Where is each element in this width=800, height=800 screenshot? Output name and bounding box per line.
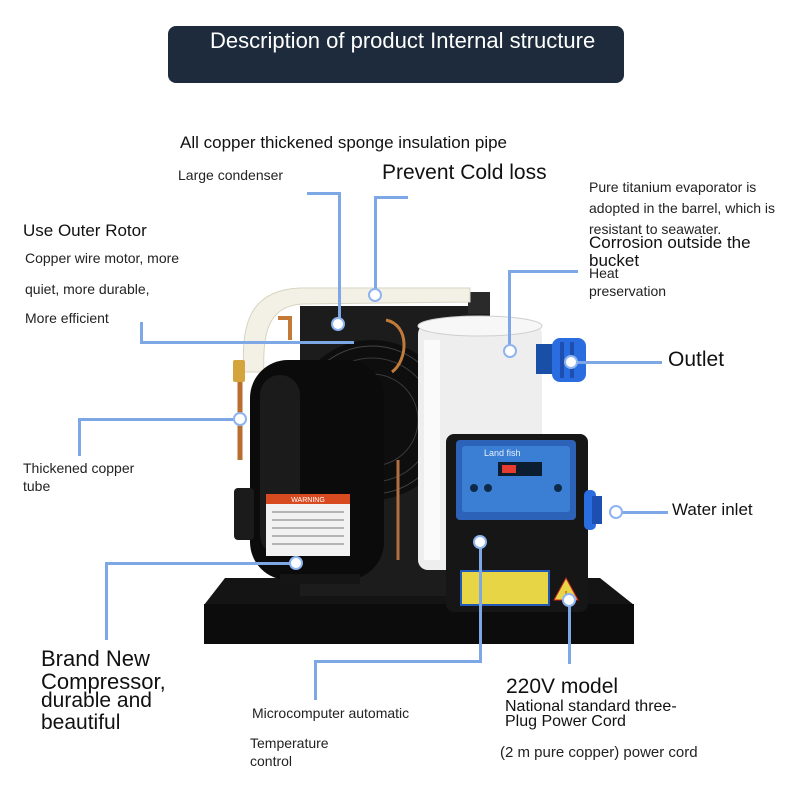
callout-line <box>314 660 482 663</box>
outer-rotor-title: Use Outer Rotor <box>23 221 147 240</box>
callout-line <box>140 341 354 344</box>
callout-dot <box>609 505 623 519</box>
plug-line2: Plug Power Cord <box>505 713 626 730</box>
callout-line <box>616 511 668 514</box>
callout-dot <box>368 288 382 302</box>
warning-label: WARNING <box>291 497 325 504</box>
callout-dot <box>331 317 345 331</box>
callout-line <box>78 418 240 421</box>
title-banner: Description of product Internal structur… <box>168 26 624 83</box>
control-panel: Land fish ! <box>446 434 588 612</box>
callout-dot <box>564 355 578 369</box>
outlet-label: Outlet <box>668 348 725 371</box>
corrosion-label: Corrosion outside the bucket <box>589 233 751 270</box>
banner-title: Description of product Internal structur… <box>210 28 596 53</box>
plug-line1: National standard three- <box>505 698 677 715</box>
condenser-label: Large condenser <box>178 167 284 183</box>
copper-coil <box>385 318 406 374</box>
callout-line <box>374 196 408 199</box>
callout-dot <box>289 556 303 570</box>
microcomputer-label: Microcomputer automatic <box>252 705 410 721</box>
callout-line <box>105 562 108 640</box>
callout-dot <box>233 412 247 426</box>
callout-line <box>140 322 143 344</box>
callout-line <box>568 600 571 664</box>
callout-line <box>338 192 341 324</box>
power-cord-label: (2 m pure copper) power cord <box>500 744 698 761</box>
callout-line <box>508 270 578 273</box>
callout-dot <box>473 535 487 549</box>
prevent-cold-label: Prevent Cold loss <box>382 161 547 184</box>
brass-valve <box>233 360 245 382</box>
callout-line <box>566 361 662 364</box>
temperature-label: Temperature control <box>250 735 329 769</box>
model-title: 220V model <box>506 675 619 698</box>
callout-line <box>479 540 482 662</box>
callout-line <box>374 196 377 294</box>
evaporator-label: Pure titanium evaporator is adopted in t… <box>589 179 775 237</box>
heat-preservation-label: Heat preservation <box>589 265 667 299</box>
water-inlet-label: Water inlet <box>672 500 753 519</box>
callout-line <box>105 562 295 565</box>
callout-dot <box>562 593 576 607</box>
inlet-fitting <box>584 490 602 530</box>
rear-fitting <box>468 292 490 314</box>
callout-line <box>508 270 511 350</box>
outer-rotor-line3: More efficient <box>25 310 109 326</box>
compressor-title: Brand New Compressor, <box>41 646 166 694</box>
insulation-pipe <box>242 287 471 373</box>
outer-rotor-line2: quiet, more durable, <box>25 281 150 297</box>
outer-rotor-line1: Copper wire motor, more <box>25 250 180 266</box>
callout-line <box>78 418 81 456</box>
brand-label: Land fish <box>484 448 521 458</box>
callout-dot <box>503 344 517 358</box>
compressor: WARNING <box>234 360 384 584</box>
callout-line <box>314 660 317 700</box>
copper-fitting <box>278 316 292 340</box>
callout-line <box>307 192 341 195</box>
compressor-sub: durable and beautiful <box>41 689 152 734</box>
copper-tube-label: Thickened copper tube <box>23 460 135 494</box>
insulation-pipe-label: All copper thickened sponge insulation p… <box>180 133 508 152</box>
outlet-fitting <box>536 338 586 382</box>
